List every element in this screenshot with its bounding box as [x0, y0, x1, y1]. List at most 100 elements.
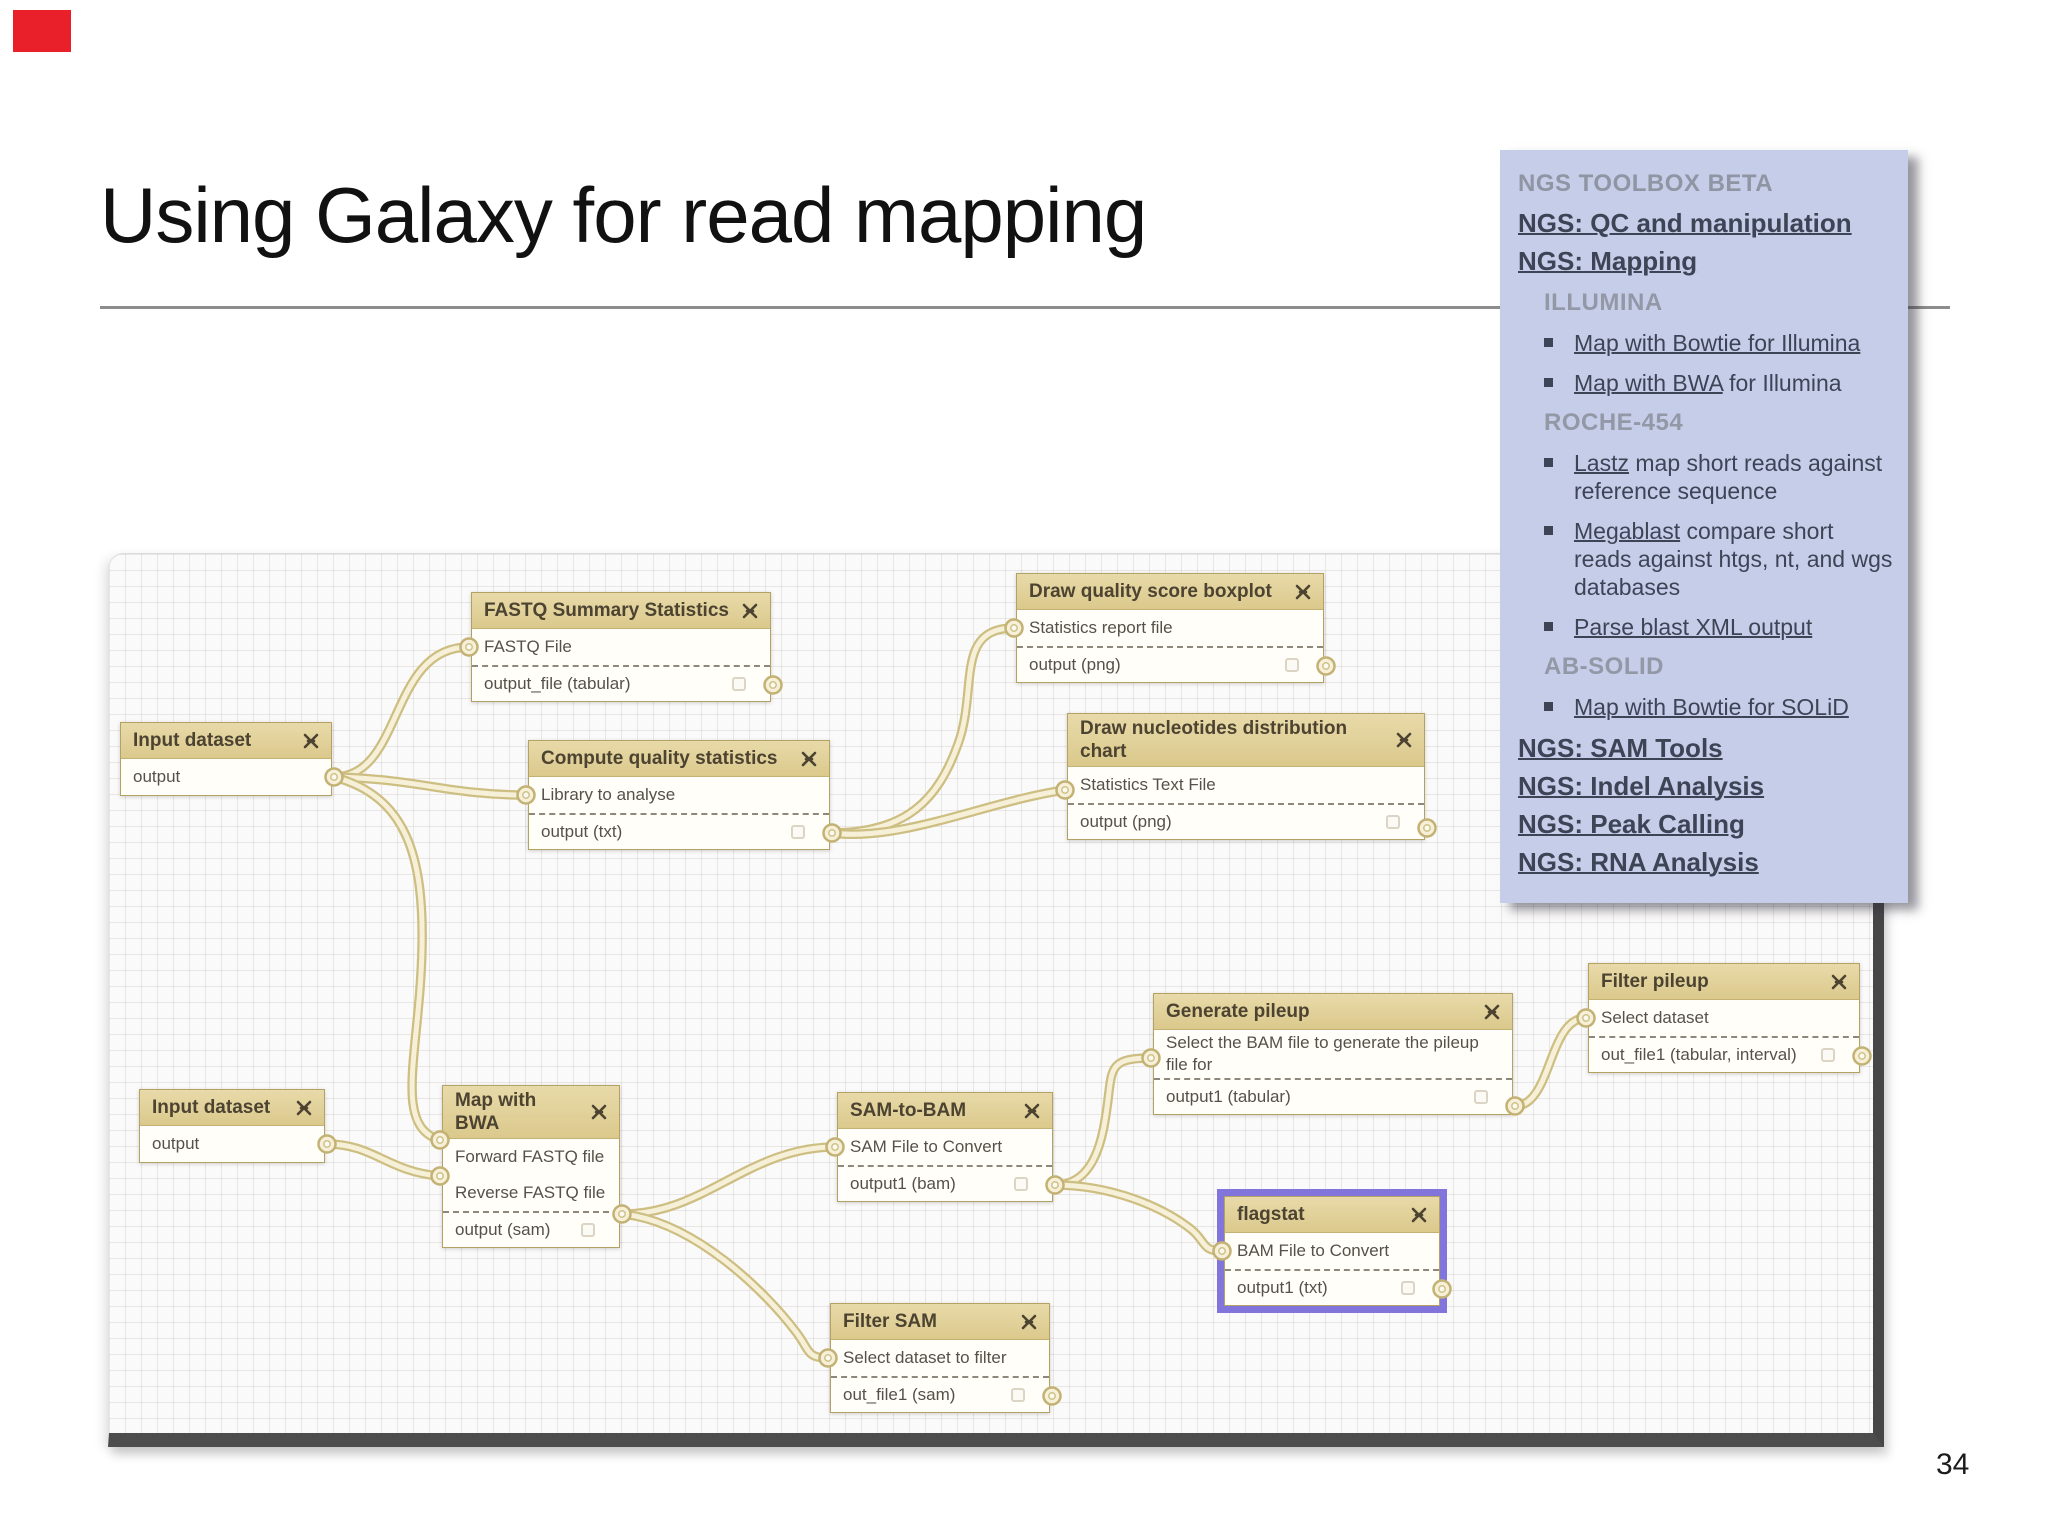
toolbox-category-link[interactable]: NGS: RNA Analysis — [1518, 847, 1759, 877]
toolbox-tool-link[interactable]: Parse blast XML output — [1574, 614, 1813, 640]
node-header[interactable]: Draw quality score boxplot — [1017, 574, 1323, 610]
output-visibility-icon[interactable] — [581, 1223, 595, 1237]
close-icon[interactable] — [1293, 582, 1313, 602]
output-visibility-icon[interactable] — [1401, 1281, 1415, 1295]
output-visibility-icon[interactable] — [1821, 1048, 1835, 1062]
node-header[interactable]: Compute quality statistics — [529, 741, 829, 777]
toolbox-tool-link[interactable]: Megablast — [1574, 518, 1681, 544]
close-icon[interactable] — [301, 731, 321, 751]
node-header[interactable]: flagstat — [1225, 1197, 1439, 1233]
input-connector[interactable] — [1576, 1008, 1596, 1028]
toolbox-category-link[interactable]: NGS: Mapping — [1518, 246, 1698, 276]
toolbox-category-link[interactable]: NGS: QC and manipulation — [1518, 208, 1852, 238]
node-header[interactable]: Filter pileup — [1589, 964, 1859, 1000]
toolbox-tool-item[interactable]: Parse blast XML output — [1518, 613, 1894, 641]
close-icon[interactable] — [1394, 730, 1414, 750]
close-icon[interactable] — [1409, 1205, 1429, 1225]
output-visibility-icon[interactable] — [791, 825, 805, 839]
output-visibility-icon[interactable] — [1285, 658, 1299, 672]
node-title: SAM-to-BAM — [850, 1100, 967, 1121]
input-connector[interactable] — [1055, 780, 1075, 800]
toolbox-tool-link[interactable]: Lastz — [1574, 450, 1629, 476]
toolbox-tool-link[interactable]: Map with Bowtie for SOLiD — [1574, 694, 1849, 720]
toolbox-tool-link[interactable]: Map with Bowtie for Illumina — [1574, 330, 1861, 356]
node-header[interactable]: Input dataset — [121, 723, 331, 759]
node-header[interactable]: Map with BWA — [443, 1086, 619, 1139]
input-connector[interactable] — [1212, 1241, 1232, 1261]
output-connector[interactable] — [1852, 1046, 1872, 1066]
node-title: Compute quality statistics — [541, 748, 778, 769]
node-input-row: Select dataset — [1589, 1000, 1859, 1036]
output-connector[interactable] — [1505, 1096, 1525, 1116]
output-connector[interactable] — [612, 1204, 632, 1224]
node-input-row: SAM File to Convert — [838, 1129, 1052, 1165]
close-icon[interactable] — [1482, 1002, 1502, 1022]
input-connector[interactable] — [1004, 618, 1024, 638]
input-connector[interactable] — [825, 1137, 845, 1157]
close-icon[interactable] — [799, 749, 819, 769]
input-connector[interactable] — [516, 785, 536, 805]
page-title: Using Galaxy for read mapping — [100, 171, 1147, 259]
node-header[interactable]: Generate pileup — [1154, 994, 1512, 1030]
toolbox-tool-item[interactable]: Megablast compare short reads against ht… — [1518, 517, 1894, 601]
toolbox-tool-item[interactable]: Map with BWA for Illumina — [1518, 369, 1894, 397]
input-connector[interactable] — [1141, 1048, 1161, 1068]
node-input-row: Select the BAM file to generate the pile… — [1154, 1030, 1512, 1078]
node-header[interactable]: Filter SAM — [831, 1304, 1049, 1340]
toolbox-section-label: NGS TOOLBOX BETA — [1518, 170, 1774, 197]
input-connector[interactable] — [818, 1348, 838, 1368]
output-visibility-icon[interactable] — [1014, 1177, 1028, 1191]
input-connector[interactable] — [459, 637, 479, 657]
output-connector[interactable] — [763, 675, 783, 695]
close-icon[interactable] — [589, 1102, 609, 1122]
output-visibility-icon[interactable] — [732, 677, 746, 691]
output-visibility-icon[interactable] — [1011, 1388, 1025, 1402]
toolbox-category-link[interactable]: NGS: Peak Calling — [1518, 809, 1745, 839]
output-visibility-icon[interactable] — [1474, 1090, 1488, 1104]
output-connector[interactable] — [1042, 1386, 1062, 1406]
toolbox-category-link[interactable]: NGS: SAM Tools — [1518, 733, 1723, 763]
node-output-row: output1 (txt) — [1225, 1269, 1439, 1305]
output-connector[interactable] — [1045, 1175, 1065, 1195]
close-icon[interactable] — [740, 601, 760, 621]
toolbox-section-label: ILLUMINA — [1544, 289, 1663, 316]
output-visibility-icon[interactable] — [1386, 815, 1400, 829]
node-header[interactable]: Input dataset — [140, 1090, 324, 1126]
close-icon[interactable] — [294, 1098, 314, 1118]
output-label: output1 (bam) — [850, 1174, 956, 1193]
input-connector[interactable] — [430, 1130, 450, 1150]
output-connector[interactable] — [1417, 818, 1437, 838]
toolbox-category-link[interactable]: NGS: Indel Analysis — [1518, 771, 1765, 801]
node-output-row: output (png) — [1068, 803, 1424, 839]
node-header[interactable]: SAM-to-BAM — [838, 1093, 1052, 1129]
output-connector[interactable] — [324, 767, 344, 787]
toolbox-tool-item[interactable]: Map with Bowtie for Illumina — [1518, 329, 1894, 357]
node-title: Map with BWA — [455, 1090, 537, 1134]
node-header[interactable]: FASTQ Summary Statistics — [472, 593, 770, 629]
close-icon[interactable] — [1019, 1312, 1039, 1332]
workflow-node-sam-to-bam[interactable]: SAM-to-BAM SAM File to Convert output1 (ba… — [837, 1092, 1053, 1202]
output-connector[interactable] — [317, 1134, 337, 1154]
output-connector[interactable] — [822, 823, 842, 843]
toolbox-tool-item[interactable]: Lastz map short reads against reference … — [1518, 449, 1894, 505]
output-connector[interactable] — [1432, 1279, 1452, 1299]
output-label: output (txt) — [541, 822, 623, 841]
toolbox-tool-item[interactable]: Map with Bowtie for SOLiD — [1518, 693, 1894, 721]
output-connector[interactable] — [1316, 656, 1336, 676]
close-icon[interactable] — [1829, 972, 1849, 992]
toolbox-tool-link[interactable]: Map with BWA — [1574, 370, 1723, 396]
node-header[interactable]: Draw nucleotides distribution chart — [1068, 714, 1424, 767]
input-connector[interactable] — [430, 1166, 450, 1186]
close-icon[interactable] — [1022, 1101, 1042, 1121]
